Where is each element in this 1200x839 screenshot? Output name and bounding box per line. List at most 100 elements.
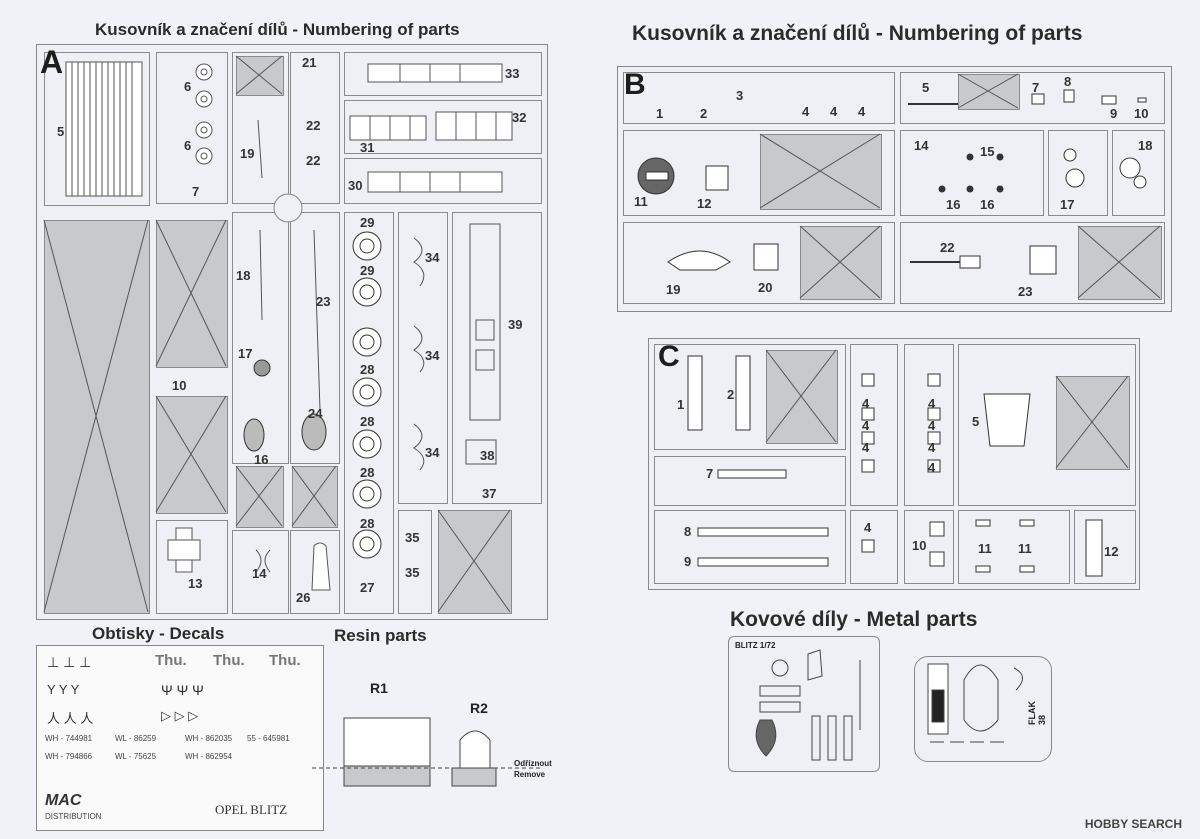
resin-r1-label: R1 — [370, 680, 388, 696]
part-label: 19 — [240, 146, 255, 161]
part-label: 4 — [928, 418, 936, 433]
part-label: 15 — [980, 144, 995, 159]
part-label: 22 — [306, 118, 321, 133]
cut-note-en: Remove — [514, 770, 546, 779]
part-label: 1 — [677, 397, 685, 412]
part-label: 9 — [684, 554, 692, 569]
part-label: 34 — [425, 348, 440, 363]
decal-plate: WH - 862954 — [185, 752, 233, 761]
part-label: 28 — [360, 362, 375, 377]
part-label: 16 — [254, 452, 269, 467]
part-label: 30 — [348, 178, 363, 193]
part-label: 23 — [316, 294, 331, 309]
decal-trident-icons: Ψ Ψ Ψ — [161, 682, 204, 698]
cut-note-cz: Odříznout — [514, 759, 552, 768]
sprue-b-letter: B — [624, 68, 646, 101]
part-label: 4 — [862, 440, 870, 455]
part-label: 28 — [360, 516, 375, 531]
decal-plate: WH - 744981 — [45, 734, 93, 743]
sprue-a-letter: A — [40, 44, 64, 80]
part-label: 19 — [666, 282, 681, 297]
metal-title: Kovové díly - Metal parts — [730, 608, 978, 631]
part-label: 4 — [928, 460, 936, 475]
part-label: 4 — [862, 418, 870, 433]
part-label: 16 — [946, 197, 961, 212]
part-label: 34 — [425, 250, 440, 265]
part-label: 8 — [684, 524, 692, 539]
part-label: 12 — [1104, 544, 1119, 559]
part-label: 37 — [482, 486, 497, 501]
decal-thu-1: Thu. — [155, 652, 187, 669]
part-label: 4 — [858, 104, 866, 119]
part-label: 29 — [360, 263, 375, 278]
part-label: 21 — [302, 55, 317, 70]
part-label: 29 — [360, 215, 375, 230]
part-label: 4 — [928, 396, 936, 411]
part-label: 17 — [1060, 197, 1075, 212]
decal-sheet-name: OPEL BLITZ — [215, 802, 288, 817]
decal-sheet: Thu. Thu. Thu. ⊥ ⊥ ⊥ Y Y Y Ψ Ψ Ψ 人 人 人 ▷… — [36, 645, 324, 831]
decal-plate: 55 - 645981 — [247, 734, 290, 743]
part-label: 28 — [360, 465, 375, 480]
part-label: 5 — [972, 414, 980, 429]
decal-plate: WL - 86259 — [115, 734, 157, 743]
part-label: 11 — [1018, 541, 1032, 556]
part-label: 8 — [1064, 74, 1072, 89]
part-label: 35 — [405, 530, 420, 545]
part-label: 39 — [508, 317, 523, 332]
part-label: 18 — [1138, 138, 1153, 153]
part-label: 4 — [864, 520, 872, 535]
part-label: 10 — [1134, 106, 1149, 121]
part-label: 22 — [940, 240, 955, 255]
resin-title: Resin parts — [334, 626, 427, 645]
brand-logo: MAC — [45, 792, 82, 809]
decals-title: Obtisky - Decals — [92, 624, 225, 643]
part-label: 4 — [802, 104, 810, 119]
decal-plate: WH - 862035 — [185, 734, 233, 743]
decal-plate: WH - 794866 — [45, 752, 93, 761]
part-label: 20 — [758, 280, 773, 295]
sprue-a-title: Kusovník a značení dílů - Numbering of p… — [95, 20, 460, 39]
part-label: 28 — [360, 414, 375, 429]
part-label: 26 — [296, 590, 311, 605]
part-label: 4 — [830, 104, 838, 119]
part-label: 38 — [480, 448, 495, 463]
part-label: 2 — [727, 387, 735, 402]
part-label: 14 — [252, 566, 267, 581]
part-label: 13 — [188, 576, 203, 591]
decal-thu-2: Thu. — [213, 652, 245, 669]
part-label: 16 — [980, 197, 995, 212]
decal-symbols-row1: ⊥ ⊥ ⊥ — [47, 654, 92, 670]
part-label: 7 — [706, 466, 714, 481]
part-label: 18 — [236, 268, 251, 283]
part-label: 5 — [922, 80, 930, 95]
part-label: 4 — [862, 396, 870, 411]
part-label: 23 — [1018, 284, 1033, 299]
part-label: 4 — [928, 440, 936, 455]
part-label: 11 — [634, 194, 648, 209]
part-label: 3 — [736, 88, 744, 103]
watermark-logo: HOBBY SEARCH — [1084, 817, 1182, 831]
part-label: 10 — [172, 378, 187, 393]
part-label: 2 — [700, 106, 708, 121]
part-label: 5 — [57, 124, 65, 139]
part-label: 31 — [360, 140, 375, 155]
part-label: 27 — [360, 580, 375, 595]
part-label: 10 — [912, 538, 927, 553]
part-label: 22 — [306, 153, 321, 168]
part-label: 24 — [308, 406, 323, 421]
decal-symbols-row2: Y Y Y — [47, 682, 80, 697]
decal-d-symbols: ▷ ▷ ▷ — [161, 708, 199, 723]
part-label: 33 — [505, 66, 520, 81]
part-label: 7 — [1032, 80, 1040, 95]
resin-r2-label: R2 — [470, 700, 488, 716]
part-label: 12 — [697, 196, 712, 211]
part-label: 14 — [914, 138, 929, 153]
part-label: 6 — [184, 79, 192, 94]
fret1-label: BLITZ 1/72 — [735, 641, 776, 650]
decal-plate: WL - 75625 — [115, 752, 157, 761]
